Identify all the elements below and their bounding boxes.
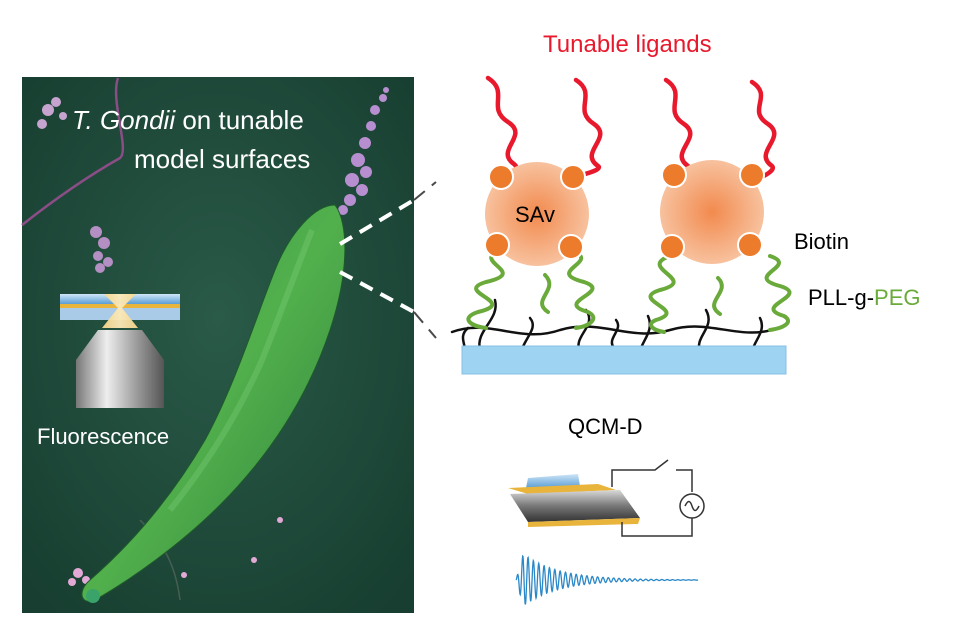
qcm-signal-trace [515,554,699,605]
sensor-gold-bottom [528,518,640,527]
pll-peg-label: PLL-g-PEG [808,285,921,310]
panel-title-line1: T. Gondii on tunable [72,105,304,135]
parasite-body [81,204,346,602]
title-italic: T. Gondii [72,105,176,135]
peg-chains [466,248,792,334]
panel-title-line2: model surfaces [134,144,310,174]
sensor-flow-layer [526,474,580,488]
debris-cluster [68,517,283,586]
biotin [661,162,687,188]
biotin [484,232,510,258]
qcm-sensor-icon [508,474,640,527]
objective-top [76,330,164,360]
biotin [558,234,584,260]
debris-cluster [90,226,113,273]
objective-body [76,360,164,408]
biotin [560,164,586,190]
parasite-tip [86,589,100,603]
pll-prefix: PLL-g- [808,285,874,310]
sensor-gold-top [508,484,616,494]
filament [21,77,125,226]
biotin [739,162,765,188]
substrate [461,345,787,375]
ligand [573,77,603,179]
light-cone [102,294,138,328]
biotin [737,232,763,258]
debris-cluster [338,87,389,215]
sav-label: SAv [515,202,555,227]
zoom-lines-outside [413,181,437,339]
sensor-crystal [510,490,640,522]
title-rest: on tunable [175,105,304,135]
sav-protein-right [659,160,765,264]
zoom-lines [338,198,416,314]
peg-suffix: PEG [874,285,920,310]
biotin [488,164,514,190]
debris-cluster [37,97,67,129]
biotin-label: Biotin [794,229,849,254]
biotin [659,234,685,260]
sav-protein-left: SAv [484,162,589,266]
ligand [749,79,777,181]
sav-sphere [660,160,764,264]
circuit-icon [611,459,705,537]
ligands-label: Tunable ligands [543,31,712,58]
fluorescence-label: Fluorescence [37,424,169,449]
qcmd-label: QCM-D [568,414,643,439]
sem-panel: T. Gondii on tunable model surfaces Fluo… [21,77,414,613]
microscope-icon [60,294,180,408]
parasite-highlight [167,228,315,512]
